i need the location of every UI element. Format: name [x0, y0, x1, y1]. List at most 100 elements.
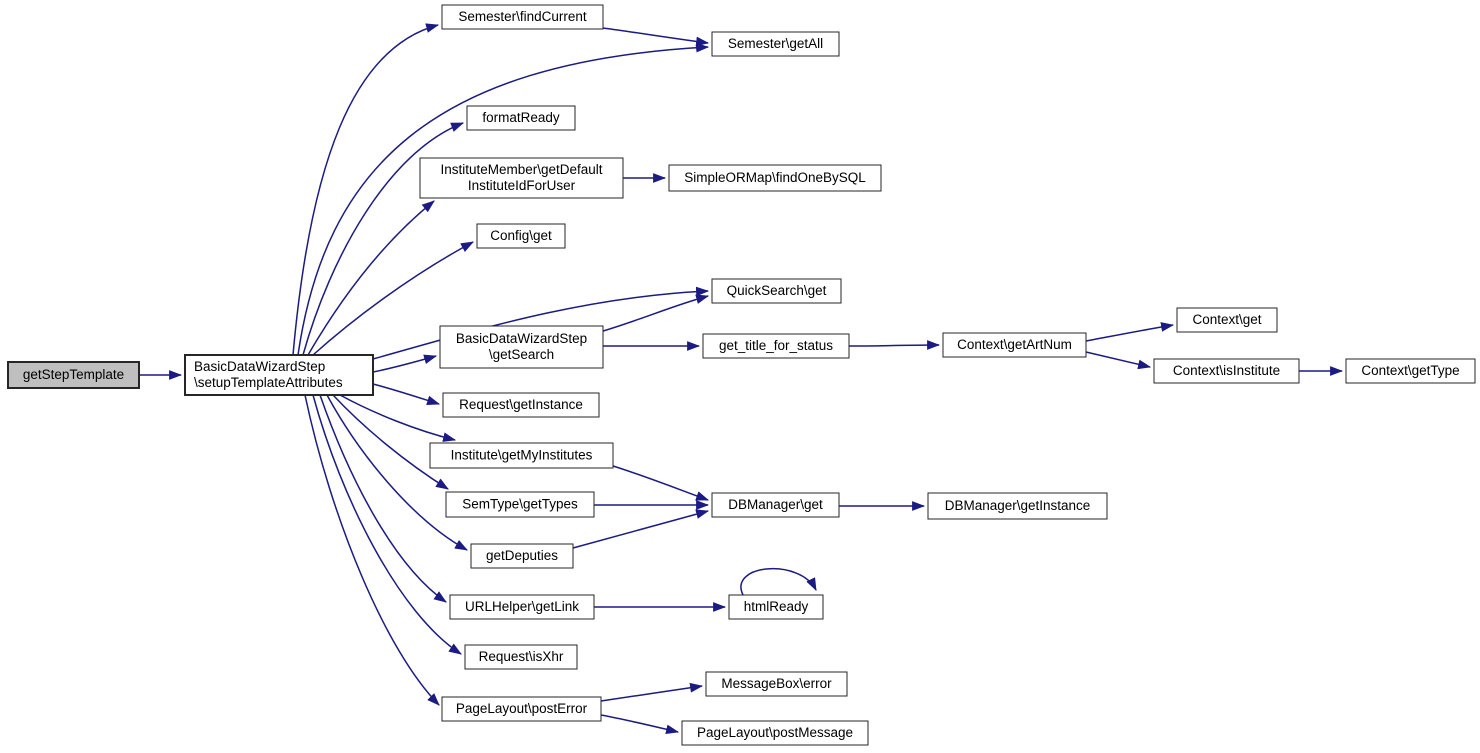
node-quickSearchGet[interactable]: QuickSearch\get: [711, 278, 842, 304]
node-label-dbManagerGetInstance: DBManager\getInstance: [945, 498, 1091, 513]
node-box-quickSearchGet[interactable]: [711, 278, 842, 304]
node-findOneBySQL[interactable]: SimpleORMap\findOneBySQL: [668, 164, 882, 192]
node-box-urlHelperGetLink[interactable]: [449, 594, 595, 620]
node-setupTemplateAttributes[interactable]: BasicDataWizardStep\setupTemplateAttribu…: [184, 354, 374, 396]
node-box-pageLayoutPostError[interactable]: [441, 696, 602, 722]
node-label-htmlReady: htmlReady: [744, 599, 809, 614]
edge-setupTemplateAttributes-to-getAll: [297, 42, 710, 356]
node-label-findOneBySQL: SimpleORMap\findOneBySQL: [684, 170, 866, 185]
edge-setupTemplateAttributes-to-getMyInstitutes: [339, 394, 457, 442]
node-label-pageLayoutPostMessage: PageLayout\postMessage: [697, 725, 853, 740]
node-label-setupTemplateAttributes-line2: \setupTemplateAttributes: [194, 375, 343, 390]
edge-contextGetArtNum-to-contextIsInstitute: [1085, 351, 1152, 370]
node-label-urlHelperGetLink: URLHelper\getLink: [465, 599, 579, 614]
edge-setupTemplateAttributes-to-requestIsXhr: [312, 394, 462, 655]
node-box-getTitleForStatus[interactable]: [702, 333, 850, 359]
node-configGet[interactable]: Config\get: [476, 223, 566, 249]
node-pageLayoutPostError[interactable]: PageLayout\postError: [441, 696, 602, 722]
node-box-formatReady[interactable]: [466, 105, 576, 131]
node-box-htmlReady[interactable]: [728, 594, 824, 620]
node-box-semTypeGetTypes[interactable]: [445, 491, 595, 518]
node-label-setupTemplateAttributes-line1: BasicDataWizardStep: [194, 359, 325, 374]
node-label-getSearch-line1: BasicDataWizardStep: [456, 331, 587, 346]
node-messageBoxError[interactable]: MessageBox\error: [705, 671, 848, 697]
node-label-pageLayoutPostError: PageLayout\postError: [456, 701, 588, 716]
node-getMyInstitutes[interactable]: Institute\getMyInstitutes: [429, 442, 614, 469]
node-htmlReady[interactable]: htmlReady: [728, 594, 824, 620]
node-semTypeGetTypes[interactable]: SemType\getTypes: [445, 491, 595, 518]
node-getTitleForStatus[interactable]: get_title_for_status: [702, 333, 850, 359]
edge-setupTemplateAttributes-to-formatReady: [302, 122, 465, 356]
node-box-requestIsXhr[interactable]: [464, 644, 578, 670]
edge-getSearch-to-quickSearchGet: [602, 294, 710, 332]
node-contextGetType[interactable]: Context\getType: [1345, 358, 1476, 384]
node-box-getAll[interactable]: [711, 31, 840, 57]
node-box-getSearch[interactable]: [439, 325, 604, 369]
node-label-getSearch-line2: \getSearch: [489, 347, 554, 362]
node-label-semTypeGetTypes: SemType\getTypes: [462, 497, 578, 512]
node-dbManagerGetInstance[interactable]: DBManager\getInstance: [927, 492, 1108, 520]
node-requestGetInstance[interactable]: Request\getInstance: [442, 392, 600, 418]
node-label-getDeputies: getDeputies: [486, 548, 558, 563]
node-requestIsXhr[interactable]: Request\isXhr: [464, 644, 578, 670]
node-label-getDefaultInstituteIdForUser-line2: InstituteIdForUser: [468, 178, 576, 193]
node-label-configGet: Config\get: [490, 228, 552, 243]
node-findCurrent[interactable]: Semester\findCurrent: [441, 4, 604, 30]
edge-getTitleForStatus-to-contextGetArtNum: [848, 340, 941, 350]
node-box-setupTemplateAttributes[interactable]: [184, 354, 374, 396]
node-formatReady[interactable]: formatReady: [466, 105, 576, 131]
node-box-contextGet[interactable]: [1176, 307, 1278, 333]
node-box-getStepTemplate: [7, 361, 140, 389]
node-label-formatReady: formatReady: [482, 110, 560, 125]
edge-pageLayoutPostError-to-messageBoxError: [600, 682, 704, 702]
edge-setupTemplateAttributes-to-configGet: [312, 241, 474, 356]
node-label-messageBoxError: MessageBox\error: [721, 676, 832, 691]
node-urlHelperGetLink[interactable]: URLHelper\getLink: [449, 594, 595, 620]
node-box-findOneBySQL[interactable]: [668, 164, 882, 192]
edge-getDeputies-to-dbManagerGet: [572, 509, 710, 549]
edge-setupTemplateAttributes-to-urlHelperGetLink: [319, 394, 447, 603]
node-getDefaultInstituteIdForUser[interactable]: InstituteMember\getDefaultInstituteIdFor…: [419, 157, 624, 199]
node-box-dbManagerGet[interactable]: [711, 492, 840, 518]
edge-setupTemplateAttributes-to-getSearch: [372, 354, 438, 373]
node-box-getDefaultInstituteIdForUser[interactable]: [419, 157, 624, 199]
node-getSearch[interactable]: BasicDataWizardStep\getSearch: [439, 325, 604, 369]
node-label-contextGet: Context\get: [1192, 312, 1261, 327]
node-getAll[interactable]: Semester\getAll: [711, 31, 840, 57]
edge-htmlReady-to-htmlReady: [740, 568, 817, 596]
node-box-getMyInstitutes[interactable]: [429, 442, 614, 469]
node-box-pageLayoutPostMessage[interactable]: [681, 720, 869, 746]
node-contextIsInstitute[interactable]: Context\isInstitute: [1153, 358, 1300, 384]
node-contextGet[interactable]: Context\get: [1176, 307, 1278, 333]
node-label-getDefaultInstituteIdForUser-line1: InstituteMember\getDefault: [440, 162, 602, 177]
edge-setupTemplateAttributes-to-pageLayoutPostError: [304, 394, 440, 706]
node-getDeputies[interactable]: getDeputies: [470, 543, 574, 569]
node-box-messageBoxError[interactable]: [705, 671, 848, 697]
node-dbManagerGet[interactable]: DBManager\get: [711, 492, 840, 518]
node-box-contextGetType[interactable]: [1345, 358, 1476, 384]
edge-setupTemplateAttributes-to-getDeputies: [326, 394, 468, 551]
node-label-getMyInstitutes: Institute\getMyInstitutes: [451, 448, 593, 463]
node-box-requestGetInstance[interactable]: [442, 392, 600, 418]
edge-setupTemplateAttributes-to-quickSearchGet: [372, 286, 710, 360]
node-box-getDeputies[interactable]: [470, 543, 574, 569]
node-label-getStepTemplate: getStepTemplate: [23, 367, 124, 382]
node-label-requestGetInstance: Request\getInstance: [459, 397, 583, 412]
node-box-configGet[interactable]: [476, 223, 566, 249]
node-box-contextGetArtNum[interactable]: [942, 332, 1087, 358]
node-box-findCurrent[interactable]: [441, 4, 604, 30]
node-getStepTemplate: getStepTemplate: [7, 361, 140, 389]
nodes-layer: getStepTemplateBasicDataWizardStep\setup…: [7, 4, 1476, 746]
node-label-dbManagerGet: DBManager\get: [728, 497, 823, 512]
node-pageLayoutPostMessage[interactable]: PageLayout\postMessage: [681, 720, 869, 746]
edge-findCurrent-to-getAll: [602, 27, 710, 47]
node-contextGetArtNum[interactable]: Context\getArtNum: [942, 332, 1087, 358]
edge-pageLayoutPostError-to-pageLayoutPostMessage: [600, 714, 680, 735]
node-label-quickSearchGet: QuickSearch\get: [727, 283, 827, 298]
edge-setupTemplateAttributes-to-findCurrent: [292, 23, 440, 356]
node-box-contextIsInstitute[interactable]: [1153, 358, 1300, 384]
edge-setupTemplateAttributes-to-semTypeGetTypes: [332, 394, 449, 490]
node-box-dbManagerGetInstance[interactable]: [927, 492, 1108, 520]
